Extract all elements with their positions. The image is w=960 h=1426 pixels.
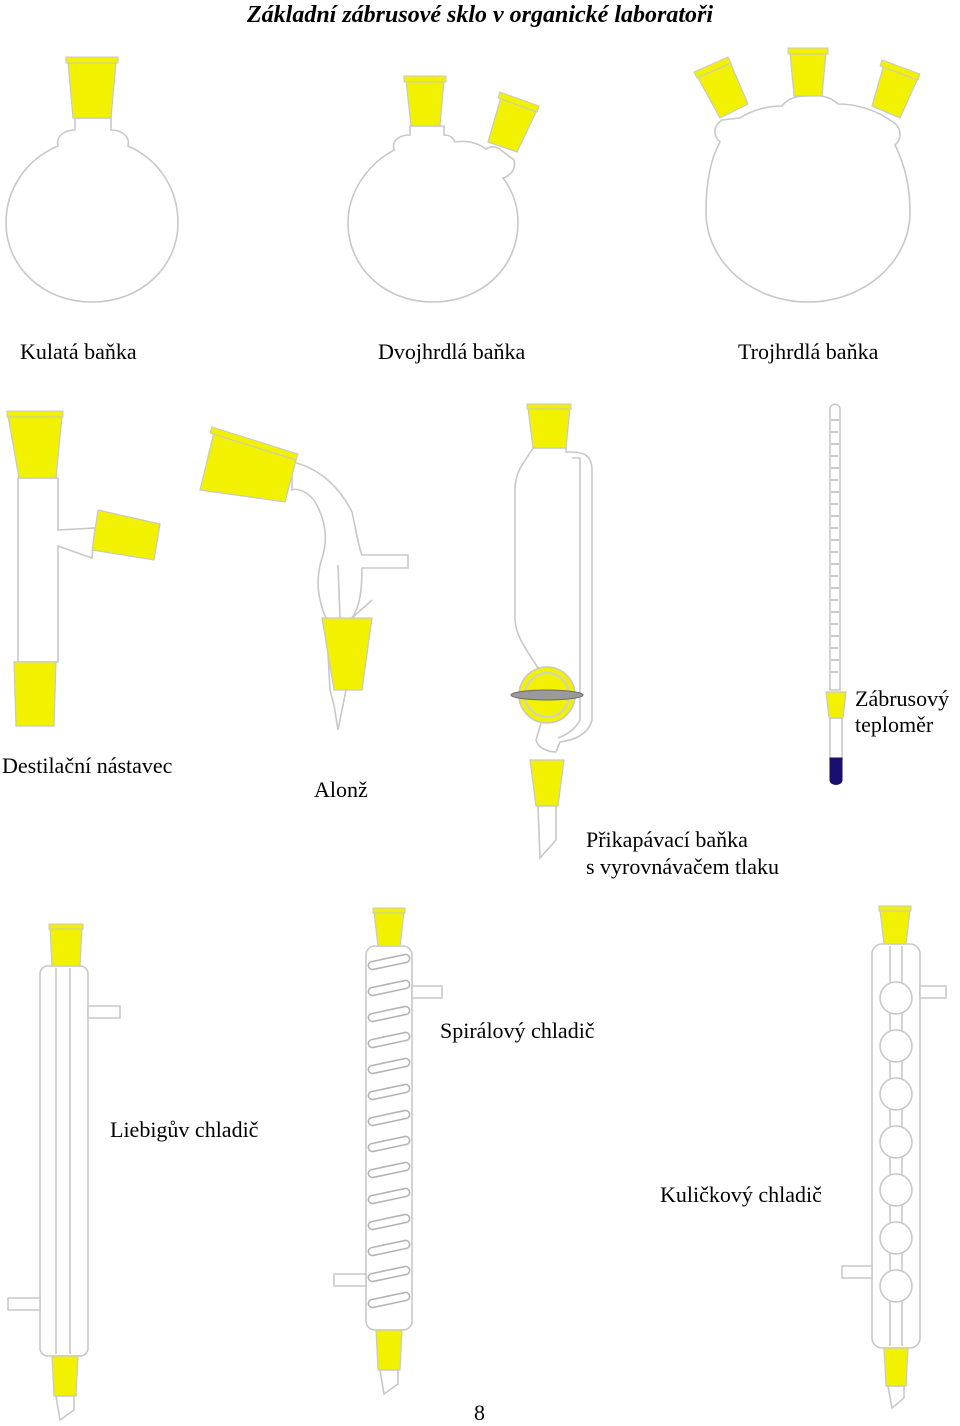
liebig-condenser-drawing [7, 923, 121, 1422]
three-neck-flask-label: Trojhrdlá baňka [738, 339, 879, 364]
page-title: Základní zábrusové sklo v organické labo… [246, 2, 714, 28]
round-flask-label: Kulatá baňka [20, 339, 137, 364]
dropping-funnel-label-line1: Přikapávací baňka [586, 827, 748, 852]
thermometer-label-line1: Zábrusový [855, 686, 950, 711]
bulb-condenser-drawing [841, 905, 947, 1410]
round-flask-drawing [5, 56, 179, 303]
dropping-funnel-drawing [510, 403, 593, 861]
dropping-funnel-label-line2: s vyrovnávačem tlaku [586, 854, 780, 879]
alonz-label: Alonž [314, 777, 368, 802]
spiral-condenser-drawing [333, 907, 443, 1396]
distillation-adapter-drawing [6, 410, 161, 727]
liebig-condenser-label: Liebigův chladič [110, 1117, 259, 1142]
bulb-condenser-label: Kuličkový chladič [660, 1182, 822, 1207]
page-number: 8 [474, 1400, 485, 1425]
three-neck-flask-drawing [693, 47, 921, 303]
thermometer-drawing [825, 403, 847, 785]
distillation-adapter-label: Destilační nástavec [2, 753, 173, 778]
alonz-drawing [199, 426, 409, 731]
spiral-condenser-label: Spirálový chladič [440, 1018, 595, 1043]
spiral-coil [367, 953, 411, 1309]
thermometer-scale [831, 419, 839, 673]
two-neck-flask-label: Dvojhrdlá baňka [378, 339, 526, 364]
two-neck-flask-drawing [347, 75, 540, 303]
condenser-bulbs [879, 946, 913, 1346]
thermometer-label-line2: teploměr [855, 712, 934, 737]
